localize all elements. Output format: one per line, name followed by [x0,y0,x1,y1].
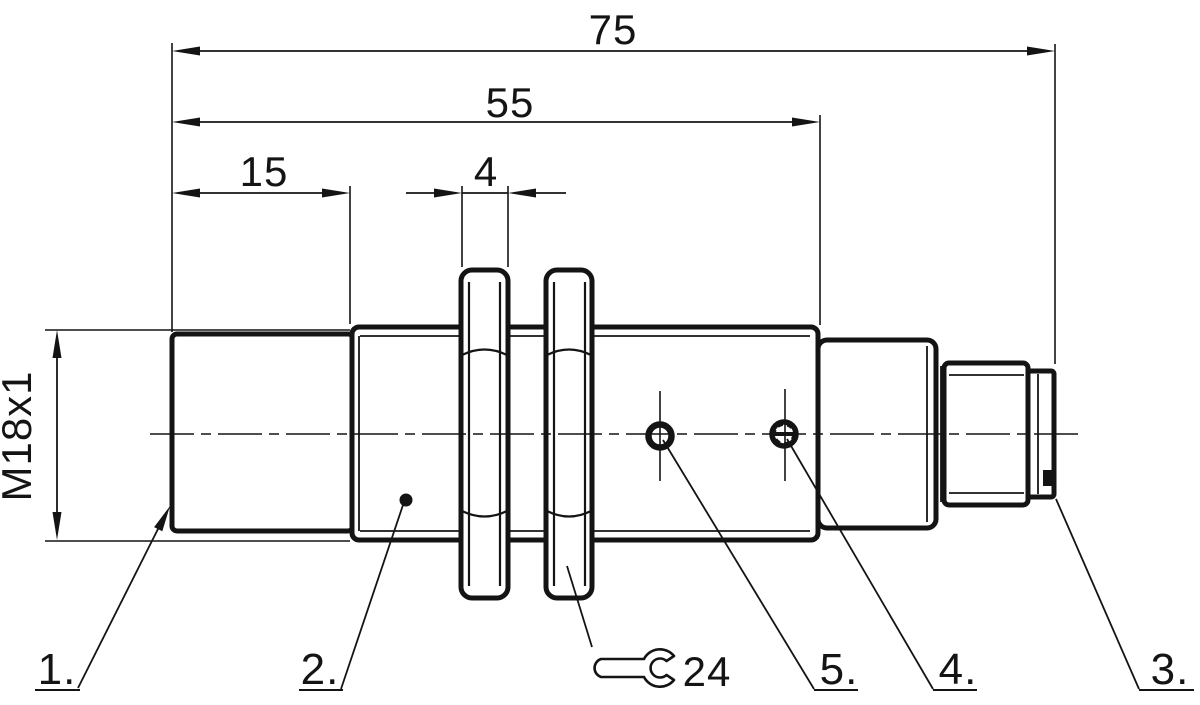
dimension-4: 4 [406,148,566,267]
callout-4-label: 4. [939,645,978,694]
dimension-m18x1: M18x1 [0,329,350,542]
dimension-75: 75 [171,6,1056,364]
callout-1-label: 1. [38,645,77,694]
leader-arrowhead-1 [154,506,170,532]
leader-line-3 [1055,498,1140,690]
nut1-chamfer-top [461,348,508,356]
arrowhead-right [792,117,820,127]
led-hole-circle [645,421,675,451]
arrowhead-right [322,188,350,198]
leader-line-2 [340,504,404,690]
callout-5: 5. [662,439,859,694]
nut1-chamfer-bottom [461,510,508,518]
callout-4: 4. [786,438,978,694]
wrench-icon [593,647,676,689]
dimension-55: 55 [172,79,821,325]
callout-1: 1. [35,506,170,694]
dimension-4-label: 4 [474,148,498,195]
feature-circles-group [645,389,799,481]
dimension-75-label: 75 [589,6,638,53]
arrowhead-left [434,188,462,198]
leader-line-5 [662,439,815,690]
callout-5-label: 5. [820,645,859,694]
arrowhead-right [508,188,536,198]
arrowhead-left [172,46,200,56]
leader-line-wrench [566,565,593,648]
screw-outer-circle [769,419,799,449]
sensor-front-barrel [169,331,356,534]
dimension-15: 15 [172,148,351,324]
connector-keyway-notch [1043,470,1054,486]
arrowhead-right [1027,46,1055,56]
leader-line-1 [77,518,164,689]
leader-dot-2 [399,493,413,507]
dimension-55-label: 55 [486,79,535,126]
dimension-m18x1-label: M18x1 [0,370,40,501]
nut2-chamfer-bottom [546,510,592,518]
arrowhead-bottom [52,512,62,540]
arrowhead-left [172,117,200,127]
wrench-size-callout: 24 [566,565,732,695]
callout-3: 3. [1055,498,1194,694]
arrowhead-left [172,188,200,198]
leader-line-4 [786,438,934,690]
nut2-chamfer-top [546,348,592,356]
callout-3-label: 3. [1151,645,1190,694]
dimension-15-label: 15 [240,148,289,195]
wrench-size-label: 24 [683,648,732,695]
arrowhead-top [52,330,62,358]
callout-2: 2. [299,493,413,694]
callout-2-label: 2. [301,645,340,694]
